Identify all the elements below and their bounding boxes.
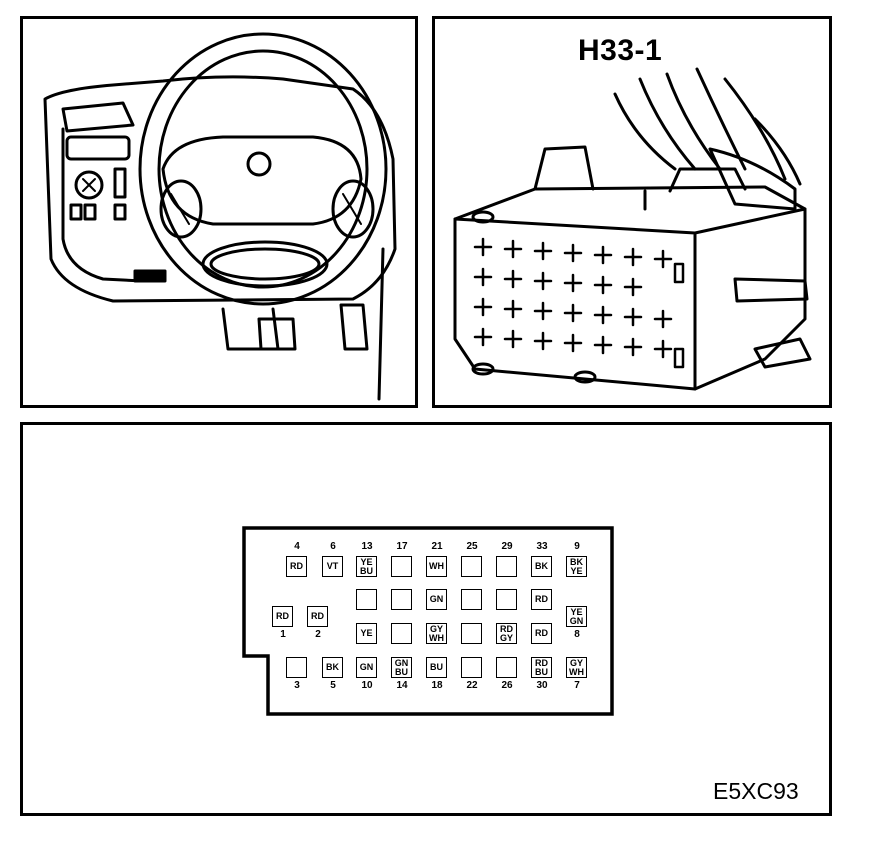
pin-28-color: RD bbox=[500, 623, 513, 634]
connector-housing-illustration bbox=[453, 67, 812, 391]
pin-4-number: 4 bbox=[294, 541, 300, 552]
pin-28-color-secondary: GY bbox=[499, 632, 513, 643]
pin-18-number: 18 bbox=[431, 680, 443, 691]
pin-35-cavity: RD bbox=[531, 589, 552, 610]
connector-title: H33-1 bbox=[578, 34, 663, 67]
pin-18-cavity: BU bbox=[426, 657, 447, 678]
pin-10-color: GN bbox=[359, 662, 374, 672]
pin-6-cavity: VT bbox=[322, 556, 343, 577]
pin-11-color: YE bbox=[360, 628, 373, 638]
dashboard-steering-wheel-illustration bbox=[43, 32, 397, 401]
pin-25-number: 25 bbox=[466, 541, 478, 552]
pin-22-number: 22 bbox=[466, 680, 478, 691]
pin-9-color: BK bbox=[570, 556, 583, 567]
pin-3-cavity bbox=[286, 657, 307, 678]
pin-13-number: 13 bbox=[361, 541, 373, 552]
connector-illustration-panel bbox=[432, 16, 832, 408]
pin-9-number: 9 bbox=[574, 541, 580, 552]
pin-2-number: 2 bbox=[315, 629, 321, 640]
pin-32-cavity: RD bbox=[531, 623, 552, 644]
pin-10-number: 10 bbox=[361, 680, 373, 691]
pin-2-color: RD bbox=[311, 611, 324, 621]
pin-21-number: 21 bbox=[431, 541, 443, 552]
pin-32-color: RD bbox=[535, 628, 548, 638]
pin-35-color: RD bbox=[535, 594, 548, 604]
pin-10-cavity: GN bbox=[356, 657, 377, 678]
pin-19-cavity bbox=[391, 589, 412, 610]
pin-25-cavity bbox=[461, 556, 482, 577]
pin-23-color: GN bbox=[429, 594, 444, 604]
pin-3-number: 3 bbox=[294, 680, 300, 691]
pin-16-cavity bbox=[391, 623, 412, 644]
pin-1-cavity: RD bbox=[272, 606, 293, 627]
pin-30-number: 30 bbox=[536, 680, 548, 691]
pin-2-cavity: RD bbox=[307, 606, 328, 627]
pin-4-cavity: RD bbox=[286, 556, 307, 577]
pin-26-cavity bbox=[496, 657, 517, 678]
pinout-panel bbox=[20, 422, 832, 816]
pin-30-color: RD bbox=[535, 657, 548, 668]
pin-8-number: 8 bbox=[574, 629, 580, 640]
pin-29-cavity bbox=[496, 556, 517, 577]
pin-14-color: GN bbox=[394, 657, 409, 668]
pin-5-color: BK bbox=[326, 662, 339, 672]
pin-17-cavity bbox=[391, 556, 412, 577]
pin-33-number: 33 bbox=[536, 541, 548, 552]
pin-31-cavity bbox=[496, 589, 517, 610]
pin-8-color: YE bbox=[570, 606, 583, 617]
pin-1-number: 1 bbox=[280, 629, 286, 640]
pin-18-color: BU bbox=[430, 662, 443, 672]
pin-23-cavity: GN bbox=[426, 589, 447, 610]
pin-21-cavity: WH bbox=[426, 556, 447, 577]
diagram-code: E5XC93 bbox=[713, 778, 799, 804]
dashboard-illustration-panel bbox=[20, 16, 418, 408]
pin-6-color: VT bbox=[326, 561, 339, 571]
pin-26-number: 26 bbox=[501, 680, 513, 691]
pin-14-color-secondary: BU bbox=[395, 666, 408, 677]
pin-27-cavity bbox=[461, 589, 482, 610]
pin-33-color: BK bbox=[535, 561, 548, 571]
pin-14-number: 14 bbox=[396, 680, 408, 691]
pin-21-color: WH bbox=[429, 561, 444, 571]
pin-5-number: 5 bbox=[330, 680, 336, 691]
pin-20-color: GY bbox=[429, 623, 443, 634]
pin-29-number: 29 bbox=[501, 541, 513, 552]
pin-30-color-secondary: BU bbox=[535, 666, 548, 677]
pin-13-color-secondary: BU bbox=[360, 565, 373, 576]
pin-17-number: 17 bbox=[396, 541, 408, 552]
pin-7-color-secondary: WH bbox=[569, 666, 584, 677]
pin-4-color: RD bbox=[290, 561, 303, 571]
pin-11-cavity: YE bbox=[356, 623, 377, 644]
pin-13-color: YE bbox=[360, 556, 373, 567]
pin-24-cavity bbox=[461, 623, 482, 644]
pin-8-color-secondary: GN bbox=[569, 615, 584, 626]
pin-20-color-secondary: WH bbox=[429, 632, 444, 643]
pin-1-color: RD bbox=[276, 611, 289, 621]
pin-7-color: GY bbox=[569, 657, 583, 668]
pin-33-cavity: BK bbox=[531, 556, 552, 577]
pin-9-color-secondary: YE bbox=[570, 565, 583, 576]
pin-15-cavity bbox=[356, 589, 377, 610]
pin-6-number: 6 bbox=[330, 541, 336, 552]
pin-7-number: 7 bbox=[574, 680, 580, 691]
pin-22-cavity bbox=[461, 657, 482, 678]
pin-5-cavity: BK bbox=[322, 657, 343, 678]
